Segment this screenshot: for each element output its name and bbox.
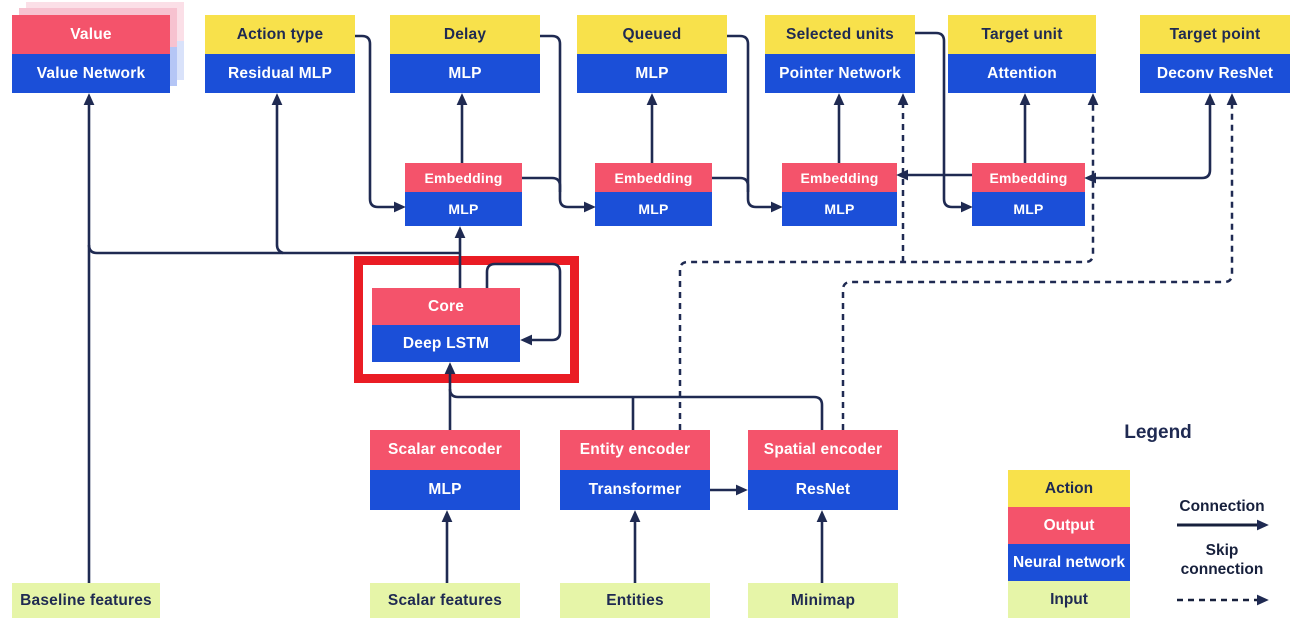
legend-item-action: Action xyxy=(1008,470,1130,507)
connector-branch-to-deconv-resnet xyxy=(1150,93,1216,180)
connector-embedding-1-merge xyxy=(522,176,562,192)
node-embedding-4: Embedding MLP xyxy=(972,163,1085,226)
connector-action-type-to-embedding-1 xyxy=(355,34,406,213)
embedding-2-mlp-label: MLP xyxy=(595,192,712,226)
deconv-resnet-label: Deconv ResNet xyxy=(1140,54,1290,93)
input-minimap: Minimap xyxy=(748,583,898,618)
attention-label: Attention xyxy=(948,54,1096,93)
embedding-2-label: Embedding xyxy=(595,163,712,192)
legend-item-output: Output xyxy=(1008,507,1130,544)
node-delay: Delay MLP xyxy=(390,15,540,93)
delay-mlp-label: MLP xyxy=(390,54,540,93)
embedding-4-label: Embedding xyxy=(972,163,1085,192)
action-type-label: Action type xyxy=(205,15,355,54)
node-spatial-encoder: Spatial encoder ResNet xyxy=(748,430,898,510)
pointer-network-label: Pointer Network xyxy=(765,54,915,93)
node-target-point: Target point Deconv ResNet xyxy=(1140,15,1290,93)
node-action-type: Action type Residual MLP xyxy=(205,15,355,93)
embedding-3-mlp-label: MLP xyxy=(782,192,897,226)
skip-spatial-to-deconv-resnet xyxy=(841,93,1238,430)
input-entities: Entities xyxy=(560,583,710,618)
input-scalar-features: Scalar features xyxy=(370,583,520,618)
connector-core-to-value-branch xyxy=(87,244,460,255)
entity-encoder-label: Entity encoder xyxy=(560,430,710,470)
value-output-label: Value xyxy=(12,15,170,54)
input-baseline-features: Baseline features xyxy=(12,583,160,618)
residual-mlp-label: Residual MLP xyxy=(205,54,355,93)
node-queued: Queued MLP xyxy=(577,15,727,93)
embedding-4-mlp-label: MLP xyxy=(972,192,1085,226)
node-selected-units: Selected units Pointer Network xyxy=(765,15,915,93)
node-value: Value Value Network xyxy=(12,15,170,93)
embedding-1-label: Embedding xyxy=(405,163,522,192)
legend-item-input: Input xyxy=(1008,581,1130,618)
queued-mlp-label: MLP xyxy=(577,54,727,93)
transformer-label: Transformer xyxy=(560,470,710,510)
legend-connection-label: Connection xyxy=(1179,498,1265,515)
legend-item-neural-network: Neural network xyxy=(1008,544,1130,581)
delay-label: Delay xyxy=(390,15,540,54)
target-unit-label: Target unit xyxy=(948,15,1096,54)
connector-core-to-residual-mlp xyxy=(271,93,284,255)
connector-embedding-2-merge xyxy=(712,176,750,192)
node-embedding-2: Embedding MLP xyxy=(595,163,712,226)
selected-units-label: Selected units xyxy=(765,15,915,54)
queued-label: Queued xyxy=(577,15,727,54)
skip-entity-to-attention xyxy=(678,93,1099,430)
value-network-label: Value Network xyxy=(12,54,170,93)
node-scalar-encoder: Scalar encoder MLP xyxy=(370,430,520,510)
core-highlight-box xyxy=(354,256,579,383)
connector-spatial-merge xyxy=(448,388,824,430)
scalar-encoder-label: Scalar encoder xyxy=(370,430,520,470)
node-entity-encoder: Entity encoder Transformer xyxy=(560,430,710,510)
embedding-1-mlp-label: MLP xyxy=(405,192,522,226)
node-target-unit: Target unit Attention xyxy=(948,15,1096,93)
scalar-encoder-mlp-label: MLP xyxy=(370,470,520,510)
resnet-label: ResNet xyxy=(748,470,898,510)
node-embedding-1: Embedding MLP xyxy=(405,163,522,226)
legend-skip-connection-label: Skip connection xyxy=(1180,542,1264,578)
embedding-3-label: Embedding xyxy=(782,163,897,192)
target-point-label: Target point xyxy=(1140,15,1290,54)
legend-title: Legend xyxy=(1124,422,1192,443)
spatial-encoder-label: Spatial encoder xyxy=(748,430,898,470)
node-embedding-3: Embedding MLP xyxy=(782,163,897,226)
